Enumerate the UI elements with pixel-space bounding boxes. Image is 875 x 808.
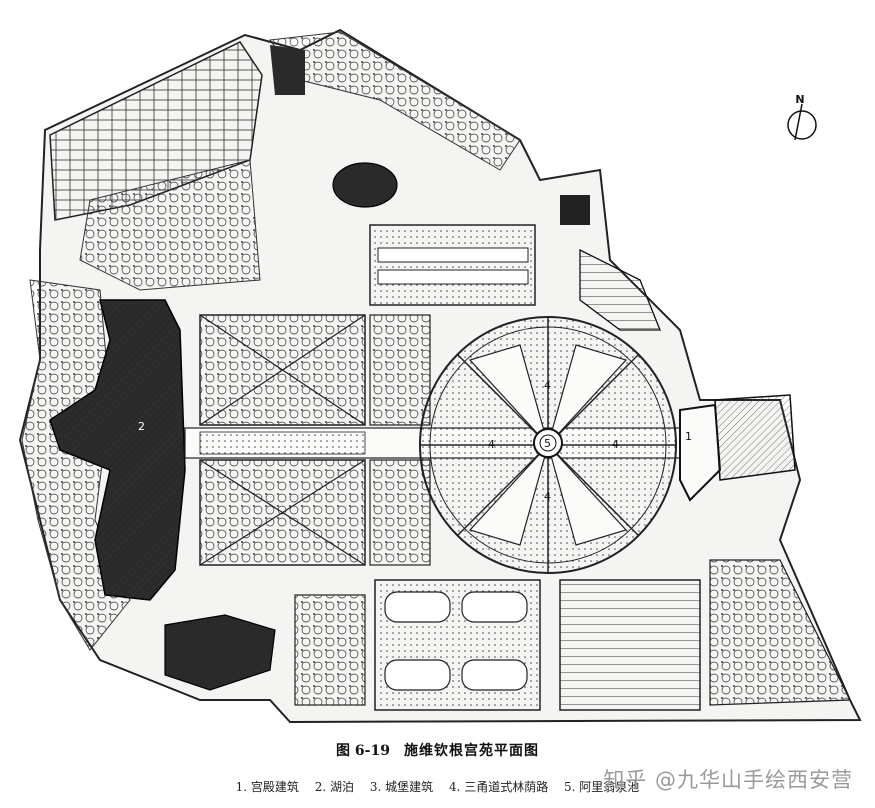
watermark-text: 知乎 @九华山手绘西安营 — [603, 768, 853, 792]
south-pond — [164, 614, 276, 691]
lake-hatching — [50, 300, 185, 600]
north-pool — [270, 45, 305, 95]
palace-wing — [714, 394, 796, 481]
legend-item: 4. 三甬道式林荫路 — [448, 780, 549, 794]
avenue-label-n: 4 — [544, 379, 551, 392]
fountain-label: 5 — [544, 437, 551, 450]
south-garden-stripes — [559, 579, 701, 711]
palace-label: 1 — [685, 430, 692, 443]
figure-number: 图 6-19 — [336, 743, 390, 759]
north-basin-frame — [369, 224, 536, 306]
castle-wing-n — [579, 248, 661, 331]
axis-lawn-w — [199, 431, 366, 455]
avenue-label-e: 4 — [612, 438, 619, 451]
south-east-wedge — [709, 559, 851, 706]
north-pond — [332, 162, 398, 208]
figure-caption: 图 6-19 施维钦根宫苑平面图 — [0, 740, 875, 760]
garden-plan-drawing: N 2 1 4 4 4 4 5 — [18, 28, 862, 724]
legend-item: 5. 阿里翁泉池 — [564, 780, 640, 794]
north-arrow: N — [787, 93, 817, 141]
avenue-label-w: 4 — [488, 438, 495, 451]
legend-item: 1. 宫殿建筑 — [235, 780, 299, 794]
parterre-mid-n — [369, 314, 431, 426]
figure-legend: 1. 宫殿建筑 2. 湖泊 3. 城堡建筑 4. 三甬道式林荫路 5. 阿里翁泉… — [0, 778, 875, 795]
south-west-garden — [294, 594, 366, 706]
avenue-label-s: 4 — [544, 490, 551, 503]
parterre-mid-s — [369, 459, 431, 566]
castle-block — [560, 195, 590, 225]
north-arrow-label: N — [795, 93, 804, 106]
woodland-nw — [79, 159, 261, 291]
figure-title: 施维钦根宫苑平面图 — [403, 743, 539, 759]
legend-item: 3. 城堡建筑 — [369, 780, 434, 794]
arion-fountain — [533, 428, 563, 458]
legend-item: 2. 湖泊 — [314, 780, 355, 794]
lake-label: 2 — [138, 420, 145, 433]
palace-building — [679, 403, 722, 502]
